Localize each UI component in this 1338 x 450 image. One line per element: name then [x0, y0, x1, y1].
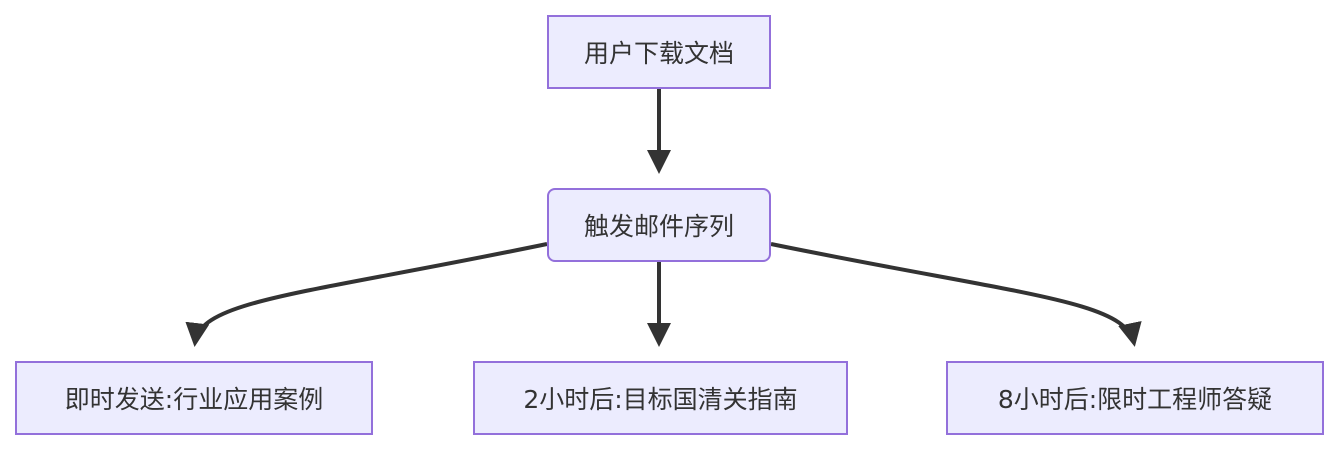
node-label: 8小时后:限时工程师答疑 [997, 385, 1273, 414]
edge-sequence-to-8h [770, 242, 1142, 347]
node-label: 触发邮件序列 [583, 212, 734, 241]
node-instant-send: 即时发送:行业应用案例 [15, 361, 373, 435]
node-user-download: 用户下载文档 [547, 15, 771, 89]
node-after-8-hours: 8小时后:限时工程师答疑 [946, 361, 1324, 435]
node-trigger-email-sequence: 触发邮件序列 [547, 188, 771, 262]
node-label: 即时发送:行业应用案例 [64, 385, 324, 414]
node-after-2-hours: 2小时后:目标国清关指南 [473, 361, 848, 435]
node-label: 2小时后:目标国清关指南 [523, 385, 798, 414]
edge-sequence-to-instant [185, 242, 548, 347]
node-label: 用户下载文档 [583, 39, 734, 68]
